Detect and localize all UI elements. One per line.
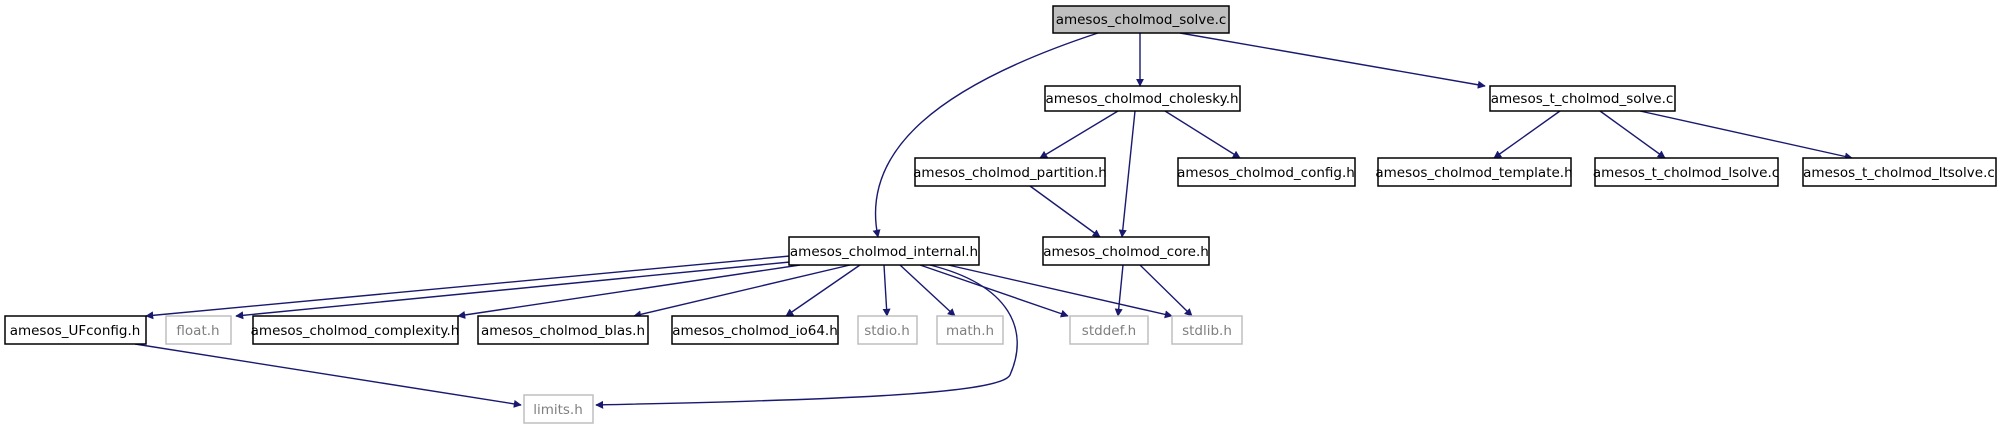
svg-text:amesos_cholmod_internal.h: amesos_cholmod_internal.h (790, 244, 978, 260)
svg-text:amesos_cholmod_io64.h: amesos_cholmod_io64.h (672, 323, 838, 339)
svg-text:limits.h: limits.h (533, 402, 583, 418)
edge-cholesky-core (1118, 110, 1136, 238)
svg-text:amesos_t_cholmod_lsolve.c: amesos_t_cholmod_lsolve.c (1593, 165, 1779, 181)
edge-core-stdlib (1139, 264, 1193, 317)
svg-text:amesos_UFconfig.h: amesos_UFconfig.h (10, 323, 141, 339)
svg-text:amesos_cholmod_template.h: amesos_cholmod_template.h (1375, 165, 1572, 181)
svg-text:math.h: math.h (946, 323, 994, 339)
node-io64[interactable]: amesos_cholmod_io64.h (671, 315, 839, 345)
edge-internal-math (899, 264, 956, 317)
node-stdio[interactable]: stdio.h (857, 315, 918, 345)
edge-t-solve-template (1493, 110, 1561, 159)
edge-t-solve-t-lsolve (1599, 110, 1666, 159)
edge-root-t-solve (1179, 32, 1486, 89)
node-config[interactable]: amesos_cholmod_config.h (1177, 157, 1356, 187)
edge-internal-ufconfig (145, 255, 791, 320)
node-internal[interactable]: amesos_cholmod_internal.h (788, 236, 980, 266)
edge-internal-stdlib (934, 261, 1173, 319)
edge-partition-core (1029, 185, 1101, 238)
svg-text:float.h: float.h (176, 323, 219, 339)
node-t-lsolve[interactable]: amesos_t_cholmod_lsolve.c (1593, 157, 1779, 187)
node-complexity[interactable]: amesos_cholmod_complexity.h (251, 315, 460, 345)
edge-internal-io64 (785, 264, 861, 317)
edge-internal-stddef (919, 264, 1069, 318)
node-cholesky[interactable]: amesos_cholmod_cholesky.h (1044, 85, 1241, 112)
svg-text:amesos_cholmod_core.h: amesos_cholmod_core.h (1043, 244, 1209, 260)
node-stddef[interactable]: stddef.h (1069, 315, 1149, 345)
node-t-solve[interactable]: amesos_t_cholmod_solve.c (1489, 85, 1676, 112)
svg-text:amesos_cholmod_complexity.h: amesos_cholmod_complexity.h (251, 323, 460, 339)
edge-ufconfig-limits (134, 343, 522, 408)
node-root[interactable]: amesos_cholmod_solve.c (1052, 5, 1230, 34)
edge-internal-stdio (882, 264, 891, 317)
node-core[interactable]: amesos_cholmod_core.h (1042, 236, 1210, 266)
edge-t-solve-t-ltsolve (1639, 110, 1853, 161)
svg-text:amesos_cholmod_solve.c: amesos_cholmod_solve.c (1056, 12, 1227, 28)
svg-text:amesos_cholmod_blas.h: amesos_cholmod_blas.h (481, 323, 645, 339)
svg-text:stdio.h: stdio.h (864, 323, 910, 339)
node-template[interactable]: amesos_cholmod_template.h (1375, 157, 1573, 187)
edge-internal-float (235, 261, 791, 320)
node-float[interactable]: float.h (165, 315, 232, 345)
svg-text:amesos_cholmod_partition.h: amesos_cholmod_partition.h (913, 165, 1107, 181)
edge-root-internal (872, 32, 1099, 238)
edge-cholesky-partition (1039, 110, 1119, 159)
node-t-ltsolve[interactable]: amesos_t_cholmod_ltsolve.c (1802, 157, 1997, 187)
node-ufconfig[interactable]: amesos_UFconfig.h (4, 315, 147, 345)
edge-internal-complexity (457, 264, 801, 319)
node-math[interactable]: math.h (936, 315, 1004, 345)
node-partition[interactable]: amesos_cholmod_partition.h (913, 157, 1107, 187)
edge-cholesky-config (1164, 110, 1241, 159)
svg-text:amesos_cholmod_config.h: amesos_cholmod_config.h (1177, 165, 1355, 181)
svg-text:stddef.h: stddef.h (1082, 323, 1136, 339)
svg-text:stdlib.h: stdlib.h (1182, 323, 1232, 339)
svg-text:amesos_t_cholmod_solve.c: amesos_t_cholmod_solve.c (1491, 91, 1674, 107)
node-blas[interactable]: amesos_cholmod_blas.h (477, 315, 649, 345)
edge-internal-limits (595, 264, 1018, 409)
svg-text:amesos_t_cholmod_ltsolve.c: amesos_t_cholmod_ltsolve.c (1803, 165, 1995, 181)
edge-internal-blas (633, 264, 851, 319)
node-stdlib[interactable]: stdlib.h (1171, 315, 1243, 345)
svg-text:amesos_cholmod_cholesky.h: amesos_cholmod_cholesky.h (1045, 91, 1238, 107)
node-limits[interactable]: limits.h (523, 394, 594, 424)
edge-core-stddef (1114, 264, 1124, 317)
